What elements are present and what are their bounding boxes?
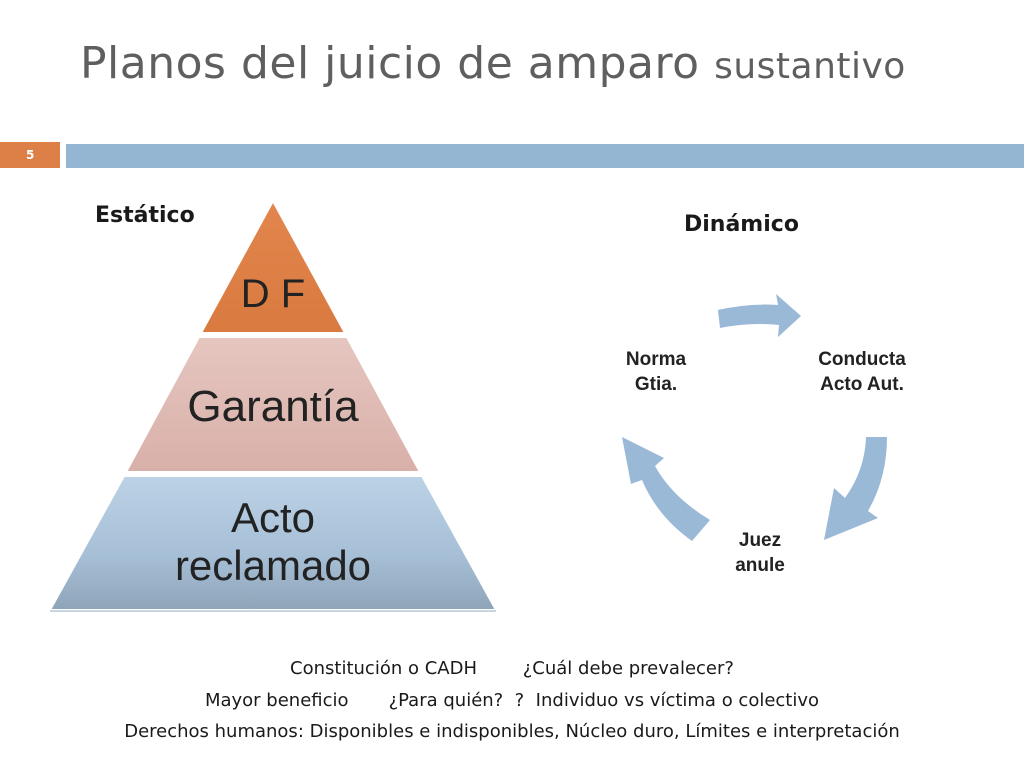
cycle-node-conducta: Conducta Acto Aut. xyxy=(797,347,927,397)
pyramid-middle-tier xyxy=(124,336,422,473)
slide-title-small: sustantivo xyxy=(714,46,906,87)
cycle-node-norma-line1: Norma xyxy=(625,349,687,370)
cycle-arrow-top xyxy=(718,294,801,337)
cycle-node-norma: Norma Gtia. xyxy=(606,347,706,397)
bottom-line-3: Derechos humanos: Disponibles e indispon… xyxy=(124,721,900,742)
cycle-arrow-right xyxy=(824,437,887,540)
cycle-node-juez-line1: Juez xyxy=(738,530,782,551)
slide-title: Planos del juicio de amparo sustantivo xyxy=(80,38,906,89)
cycle-node-juez-line2: anule xyxy=(735,555,785,576)
cycle-node-conducta-line1: Conducta xyxy=(818,349,906,370)
cycle-node-juez: Juez anule xyxy=(710,528,810,578)
pyramid-bottom-label-line1: Acto xyxy=(230,494,316,541)
static-label: Estático xyxy=(95,203,195,228)
pyramid-bottom-label-line2: reclamado xyxy=(174,542,372,589)
pyramid-middle-label: Garantía xyxy=(187,382,359,431)
pyramid-top-tier xyxy=(199,198,347,334)
slide-number: 5 xyxy=(0,142,60,168)
cycle-node-conducta-line2: Acto Aut. xyxy=(820,374,904,395)
header-bar xyxy=(66,144,1024,168)
slide-title-main: Planos del juicio de amparo xyxy=(80,38,700,89)
pyramid-top-label: D F xyxy=(240,272,306,316)
pyramid-bottom-label: Acto reclamado xyxy=(123,494,423,590)
cycle-node-norma-line2: Gtia. xyxy=(634,374,678,395)
cycle-arrow-left xyxy=(622,437,710,541)
bottom-line-2: Mayor beneficio ¿Para quién? ? Individuo… xyxy=(204,690,820,711)
bottom-line-1: Constitución o CADH ¿Cuál debe prevalece… xyxy=(290,658,734,679)
dynamic-label: Dinámico xyxy=(684,212,799,237)
